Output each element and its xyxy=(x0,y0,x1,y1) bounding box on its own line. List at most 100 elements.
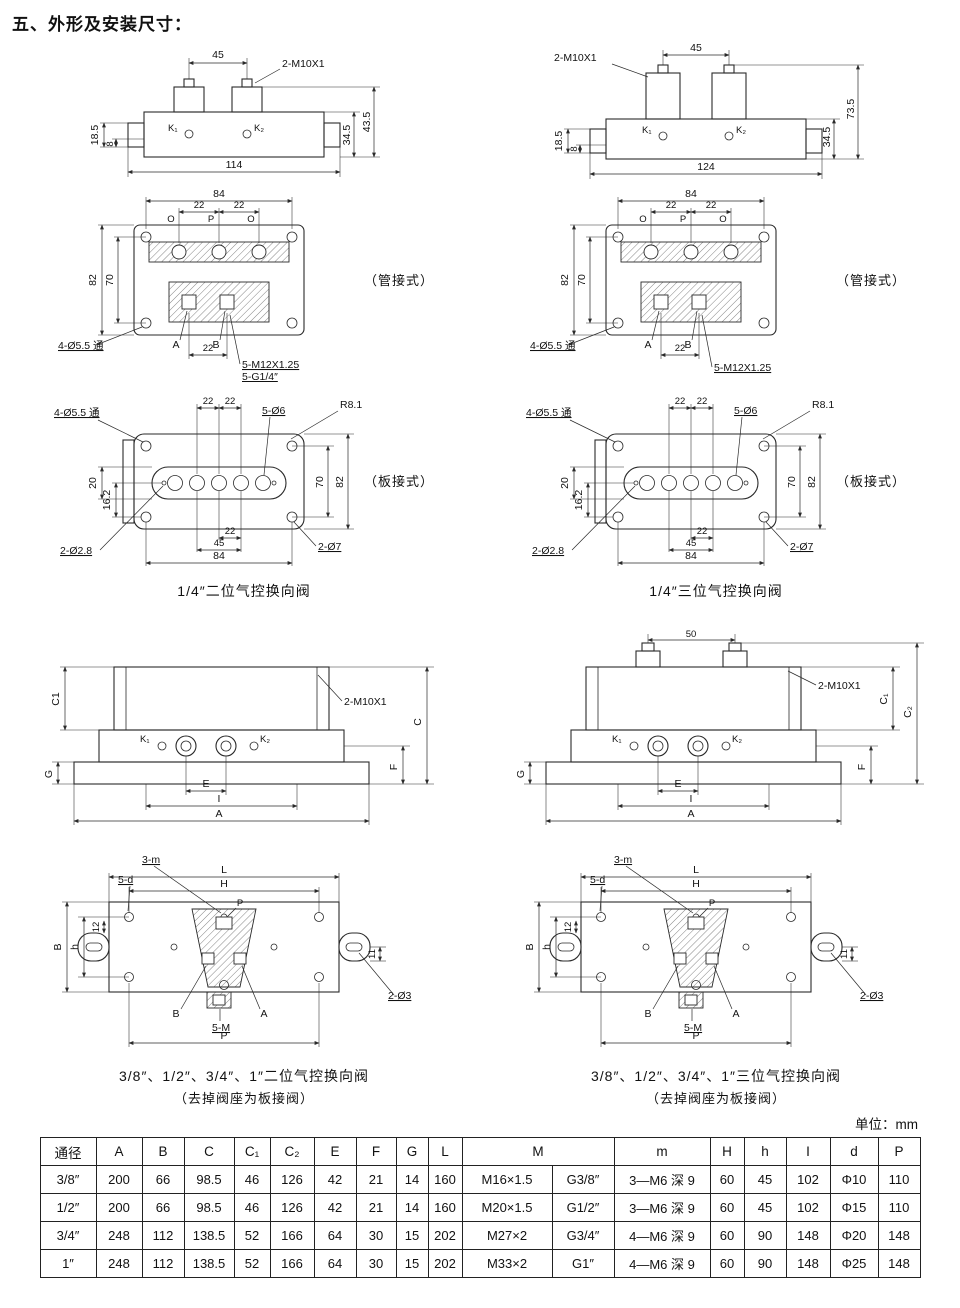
drawing-q4-plate-view: 3-m 5-d L H P B h xyxy=(524,854,884,1047)
spec-cell: 66 xyxy=(141,1193,185,1222)
spec-cell: 138.5 xyxy=(183,1249,235,1278)
drawing-q3-front-view: K₁ K₂ 2-M10X1 C F C1 G xyxy=(43,666,434,825)
spec-cell: 148 xyxy=(877,1249,921,1278)
spec-cell: 52 xyxy=(233,1249,271,1278)
holes2-label: 2-Ø2.8 xyxy=(532,545,564,557)
thread1-label: 5-M12X1.25 xyxy=(714,362,771,374)
spec-cell: 60 xyxy=(709,1193,745,1222)
dim-top-label: 84 xyxy=(213,188,225,200)
dim-l-label: L xyxy=(221,864,227,876)
port-a-label: A xyxy=(732,1008,739,1020)
table-row: 3/4″ 248 112 138.5 52 166 64 30 15 202 M… xyxy=(39,1221,921,1250)
spec-cell: 4—M6 深 9 xyxy=(613,1221,711,1250)
caption-q4-line1: 3/8″、1/2″、3/4″、1″三位气控换向阀 xyxy=(591,1068,841,1084)
dim-right2-label: 43.5 xyxy=(361,112,373,133)
spec-cell: Φ20 xyxy=(829,1221,879,1250)
dim-11-label: 11 xyxy=(839,949,850,959)
dim-right2-label: 73.5 xyxy=(845,99,857,120)
dim-top-label: 45 xyxy=(690,42,702,54)
dim-left1-label: 82 xyxy=(87,274,99,286)
thread-label: 2-M10X1 xyxy=(818,680,861,692)
col-header: h xyxy=(743,1137,787,1166)
col-header: C xyxy=(183,1137,235,1166)
dim-22a-label: 22 xyxy=(194,200,205,211)
dim-h-label: H xyxy=(220,878,228,890)
spec-cell: 166 xyxy=(269,1221,315,1250)
drawing-q1-top-view: K₁ K₂ 45 2-M10X1 18.5 8 114 xyxy=(89,49,380,177)
type-label: （板接式） xyxy=(364,474,434,489)
dim-i-label: I xyxy=(218,793,221,805)
spec-cell: 3—M6 深 9 xyxy=(613,1165,711,1194)
spec-cell: G3/4″ xyxy=(551,1221,615,1250)
spec-cell: 3/4″ xyxy=(39,1221,97,1250)
top-drawings-row: K₁ K₂ 45 2-M10X1 18.5 8 114 xyxy=(8,37,952,601)
dim-h-small-label: h xyxy=(541,944,553,950)
dim-left2-label: 70 xyxy=(576,274,588,286)
col-header: F xyxy=(355,1137,397,1166)
dim-c2-label: C₂ xyxy=(902,706,914,718)
spec-cell: 45 xyxy=(743,1165,787,1194)
spec-cell: 14 xyxy=(395,1193,429,1222)
mid-drawings-row: K₁ K₂ 2-M10X1 C F C1 G xyxy=(8,627,952,1107)
spec-cell: Φ25 xyxy=(829,1249,879,1278)
spec-cell: 21 xyxy=(355,1193,397,1222)
dim-left2-label: 70 xyxy=(104,274,116,286)
port-p-top-label: P xyxy=(709,898,715,909)
spec-cell: 148 xyxy=(785,1249,831,1278)
spec-cell: 52 xyxy=(233,1221,271,1250)
spec-cell: 4—M6 深 9 xyxy=(613,1249,711,1278)
dim-ab-label: 22 xyxy=(203,343,214,354)
dim-right1-label: 34.5 xyxy=(821,127,833,148)
holes-label: 4-Ø5.5 通 xyxy=(530,340,576,352)
dim-p-label: P xyxy=(692,1030,699,1042)
col-header: d xyxy=(829,1137,879,1166)
k2-label: K₂ xyxy=(254,123,264,134)
port-a-label: A xyxy=(644,339,651,351)
spec-cell: 148 xyxy=(877,1221,921,1250)
spec-cell: 166 xyxy=(269,1249,315,1278)
dim-12-label: 12 xyxy=(563,922,574,933)
dim-l-label: L xyxy=(693,864,699,876)
dim-left2-label: 16.2 xyxy=(101,490,113,511)
spec-cell: 200 xyxy=(95,1165,143,1194)
dim-e-label: E xyxy=(202,778,209,790)
spec-cell: 110 xyxy=(877,1165,921,1194)
dim-right2-label: 82 xyxy=(806,476,818,488)
radius-label: R8.1 xyxy=(812,399,834,411)
dim-b-label: B xyxy=(524,943,536,950)
page-title: 五、外形及安装尺寸： xyxy=(12,15,192,34)
dim-22a-label: 22 xyxy=(675,396,686,407)
dim-i-label: I xyxy=(690,793,693,805)
quadrant-2: K₁ K₂ 45 2-M10X1 73.5 34.5 18.5 xyxy=(480,37,952,601)
spec-cell: 102 xyxy=(785,1165,831,1194)
holes-m-label: 3-m xyxy=(142,854,160,866)
dim-top-label: 45 xyxy=(212,49,224,61)
col-header: C₂ xyxy=(269,1137,315,1166)
dim-right1-label: 70 xyxy=(786,476,798,488)
caption-q3-line1: 3/8″、1/2″、3/4″、1″二位气控换向阀 xyxy=(119,1068,369,1084)
k2-label: K₂ xyxy=(260,734,270,745)
port-p-label: P xyxy=(680,214,686,225)
spec-cell: Φ15 xyxy=(829,1193,879,1222)
drawing-q2-plate-view: 4-Ø5.5 通 22 22 5-Ø6 R8.1 70 xyxy=(526,396,905,566)
dim-right2-label: 82 xyxy=(334,476,346,488)
dim-b3-label: 84 xyxy=(213,550,225,562)
caption-q1: 1/4″二位气控换向阀 xyxy=(177,583,311,599)
drawing-q3-plate-view: 3-m 5-d L H P B h xyxy=(52,854,412,1047)
spec-cell: 112 xyxy=(141,1249,185,1278)
spec-cell: Φ10 xyxy=(829,1165,879,1194)
spec-cell: 46 xyxy=(233,1165,271,1194)
spec-cell: 138.5 xyxy=(183,1221,235,1250)
dim-e-label: E xyxy=(674,778,681,790)
spec-cell: 202 xyxy=(427,1221,463,1250)
dim-left2-label: 8 xyxy=(105,141,116,146)
thread-m-label: 5-M xyxy=(212,1022,230,1034)
quadrant-4: 50 K₁ K₂ 2-M10X1 C₂ xyxy=(480,627,952,1107)
spec-cell: 42 xyxy=(313,1165,357,1194)
holes2-label: 2-Ø2.8 xyxy=(60,545,92,557)
spec-cell: 64 xyxy=(313,1249,357,1278)
dim-left1-label: 18.5 xyxy=(553,131,565,152)
dim-22b-label: 22 xyxy=(697,396,708,407)
dim-c-label: C xyxy=(412,718,424,726)
